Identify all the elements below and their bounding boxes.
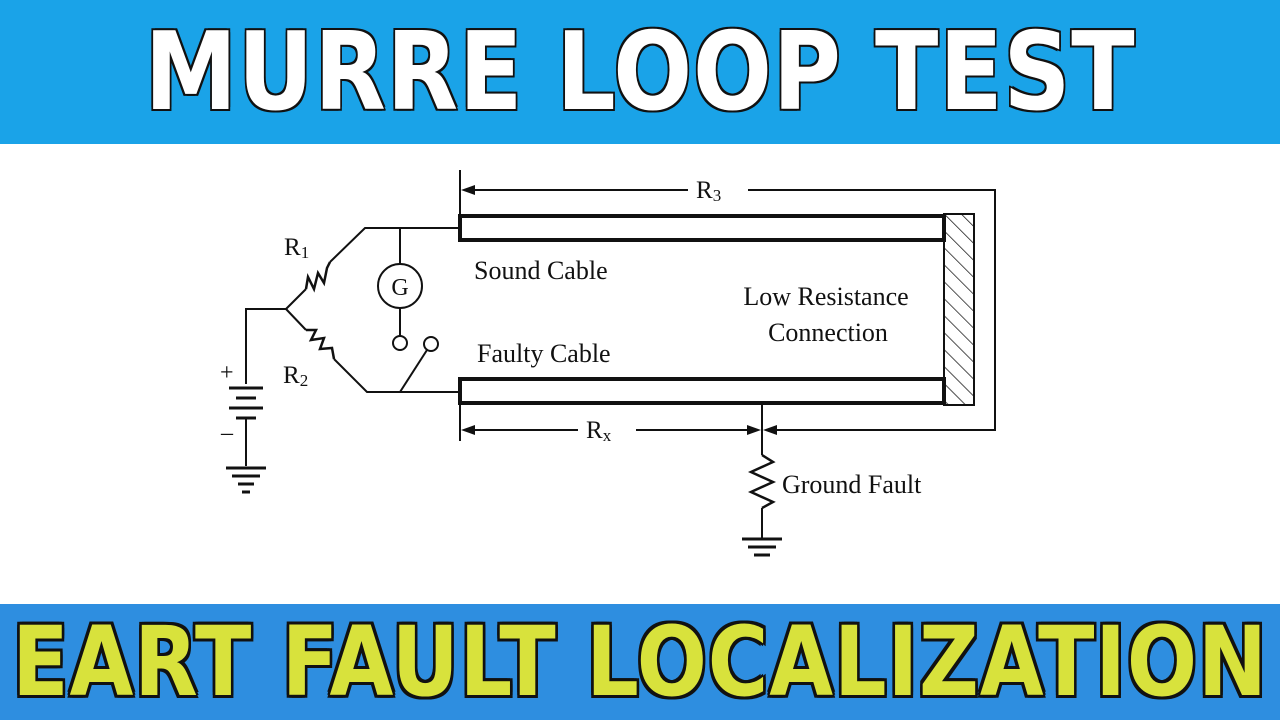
fault-ground-symbol [742, 537, 782, 557]
faulty-cable-label: Faulty Cable [477, 339, 611, 368]
battery-plus-label: + [220, 360, 234, 386]
battery-wire-top [245, 308, 286, 384]
switch-terminal-left [392, 335, 408, 351]
faulty-cable [458, 377, 946, 405]
battery [229, 386, 263, 420]
page-subtitle: EART FAULT LOCALIZATION [12, 606, 1268, 718]
rx-arrowhead-left [461, 425, 475, 435]
page-title: MURRE LOOP TEST [143, 8, 1136, 136]
r3-loop-wire [748, 189, 996, 431]
r2-lead [285, 308, 307, 331]
rx-arrowhead-right [747, 425, 761, 435]
low-resistance-label-line2: Connection [768, 318, 888, 347]
r1-resistor [304, 261, 332, 293]
title-banner: MURRE LOOP TEST [0, 0, 1280, 144]
sound-cable-label: Sound Cable [474, 256, 608, 285]
r3-return-arrowhead [763, 425, 777, 435]
top-bridge-wire [329, 227, 460, 263]
r3-label: R3 [696, 177, 721, 205]
galvanometer-label: G [391, 275, 408, 301]
battery-ground-symbol [226, 466, 266, 494]
low-resistance-connection [943, 213, 975, 406]
r1-label: R1 [284, 234, 309, 262]
murray-loop-diagram: R3 Rx Ground Fault Sound Cable Faulty Ca… [220, 170, 996, 557]
sound-cable [458, 214, 946, 242]
low-resistance-label-line1: Low Resistance [743, 282, 908, 311]
switch-lever [399, 349, 428, 393]
r3-arrowhead [461, 185, 475, 195]
subtitle-banner: EART FAULT LOCALIZATION [0, 604, 1280, 720]
switch-terminal-right [423, 336, 439, 352]
bottom-bridge-wire [333, 358, 460, 393]
ground-fault-label: Ground Fault [782, 470, 922, 499]
fault-resistor [747, 453, 777, 510]
r2-resistor [306, 328, 336, 360]
rx-label: Rx [586, 417, 612, 445]
battery-minus-label: – [220, 420, 234, 446]
r2-label: R2 [283, 362, 308, 390]
r1-lead [285, 288, 307, 310]
